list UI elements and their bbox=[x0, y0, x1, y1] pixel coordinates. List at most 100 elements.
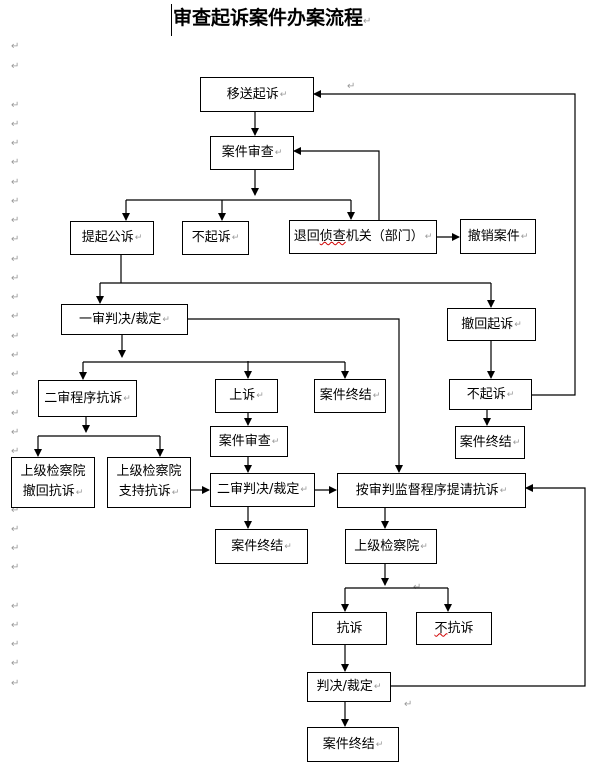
paragraph-mark: ↵ bbox=[11, 138, 20, 149]
node-label: 案件审查 bbox=[221, 145, 274, 160]
paragraph-mark: ↵ bbox=[274, 148, 283, 158]
paragraph-mark: ↵ bbox=[11, 311, 20, 322]
node-label: 退回侦查机关（部门） bbox=[294, 227, 424, 247]
node-case-closed-4: 案件终结↵ bbox=[307, 727, 399, 762]
node-case-closed-1: 案件终结↵ bbox=[314, 379, 386, 413]
node-initiate-public-prosecution: 提起公诉↵ bbox=[70, 221, 154, 255]
spellcheck-underlined-text: 不 bbox=[434, 620, 448, 636]
paragraph-mark: ↵ bbox=[372, 391, 381, 401]
node-label: 不起诉 bbox=[191, 230, 231, 245]
paragraph-mark: ↵ bbox=[373, 682, 382, 692]
paragraph-mark: ↵ bbox=[420, 541, 428, 552]
node-return-to-investigation: 退回侦查机关（部门）↵ bbox=[289, 220, 437, 254]
paragraph-mark: ↵ bbox=[11, 388, 20, 399]
node-second-instance-protest: 二审程序抗诉↵ bbox=[38, 380, 137, 417]
spellcheck-underlined-text: 侦查 bbox=[319, 229, 346, 244]
paragraph-mark: ↵ bbox=[11, 350, 20, 361]
paragraph-mark: ↵ bbox=[284, 541, 292, 552]
paragraph-mark: ↵ bbox=[11, 446, 20, 457]
node-superior-withdraw-protest: 上级检察院撤回抗诉↵ bbox=[11, 457, 95, 508]
node-label: 二审程序抗诉 bbox=[44, 390, 123, 406]
node-label: 案件终结 bbox=[459, 434, 512, 450]
title-text: 审查起诉案件办案流程 bbox=[173, 7, 364, 29]
node-label: 上级检察院 bbox=[354, 538, 420, 554]
paragraph-mark: ↵ bbox=[514, 319, 522, 330]
paragraph-mark: ↵ bbox=[404, 699, 413, 710]
paragraph-mark: ↵ bbox=[11, 41, 20, 52]
label-line: 上级检察院 bbox=[20, 464, 86, 479]
paragraph-mark: ↵ bbox=[11, 524, 20, 535]
paragraph-mark: ↵ bbox=[11, 427, 20, 438]
paragraph-mark: ↵ bbox=[375, 739, 384, 750]
node-label: 案件终结 bbox=[319, 388, 372, 403]
node-transfer-prosecution: 移送起诉↵ bbox=[200, 77, 314, 112]
node-first-instance-judgment: 一审判决/裁定↵ bbox=[61, 304, 188, 335]
paragraph-mark: ↵ bbox=[256, 391, 264, 401]
node-case-closed-2: 案件终结↵ bbox=[455, 426, 525, 459]
node-label: 撤销案件 bbox=[467, 228, 520, 244]
paragraph-mark: ↵ bbox=[506, 389, 515, 400]
paragraph-mark: ↵ bbox=[271, 436, 280, 447]
node-label: 不起诉 bbox=[466, 386, 506, 402]
paragraph-mark: ↵ bbox=[11, 177, 20, 188]
label-part: 撤回抗诉 bbox=[22, 484, 75, 499]
paragraph-mark: ↵ bbox=[11, 620, 20, 631]
paragraph-mark: ↵ bbox=[11, 639, 20, 650]
paragraph-mark: ↵ bbox=[231, 233, 240, 243]
label-line: 撤回抗诉↵ bbox=[23, 482, 84, 503]
paragraph-mark: ↵ bbox=[512, 437, 521, 448]
paragraph-mark: ↵ bbox=[363, 16, 372, 27]
paragraph-mark: ↵ bbox=[11, 157, 20, 168]
node-trial-supervision-protest: 按审判监督程序提请抗诉↵ bbox=[337, 473, 526, 508]
paragraph-mark: ↵ bbox=[11, 119, 20, 130]
arrow-return-to-review bbox=[293, 147, 380, 220]
node-withdraw-prosecution: 撤回起诉↵ bbox=[447, 308, 536, 341]
paragraph-mark: ↵ bbox=[75, 488, 84, 498]
node-label: 撤回起诉 bbox=[461, 316, 514, 332]
paragraph-mark: ↵ bbox=[11, 369, 20, 380]
label-line: 上级检察院 bbox=[116, 464, 182, 479]
node-case-review-1: 案件审查↵ bbox=[210, 136, 294, 170]
node-label: 上级检察院撤回抗诉↵ bbox=[20, 462, 85, 503]
label-part: 抗诉 bbox=[447, 620, 474, 636]
paragraph-mark: ↵ bbox=[11, 215, 20, 226]
paragraph-mark: ↵ bbox=[11, 254, 20, 265]
node-label: 判决/裁定 bbox=[316, 679, 373, 694]
node-label: 抗诉 bbox=[336, 620, 363, 636]
paragraph-mark: ↵ bbox=[300, 485, 308, 495]
node-label: 上级检察院支持抗诉↵ bbox=[116, 462, 181, 503]
paragraph-mark: ↵ bbox=[413, 582, 422, 593]
paragraph-mark: ↵ bbox=[11, 292, 20, 303]
node-second-instance-judgment: 二审判决/裁定↵ bbox=[210, 473, 315, 507]
label-part: 支持抗诉 bbox=[118, 484, 171, 499]
paragraph-mark: ↵ bbox=[11, 331, 20, 342]
paragraph-mark: ↵ bbox=[520, 231, 529, 242]
paragraph-mark: ↵ bbox=[11, 505, 20, 516]
node-judgment-ruling: 判决/裁定↵ bbox=[307, 672, 391, 702]
node-label: 一审判决/裁定 bbox=[79, 311, 162, 327]
paragraph-mark: ↵ bbox=[11, 61, 20, 72]
label-part: 退回 bbox=[293, 229, 320, 244]
node-case-review-2: 案件审查↵ bbox=[210, 426, 288, 457]
node-label: 案件终结 bbox=[322, 736, 375, 752]
paragraph-mark: ↵ bbox=[123, 393, 131, 404]
node-superior-procuratorate: 上级检察院↵ bbox=[345, 529, 437, 564]
paragraph-mark: ↵ bbox=[11, 408, 20, 419]
paragraph-mark: ↵ bbox=[424, 232, 433, 242]
paragraph-mark: ↵ bbox=[11, 562, 20, 573]
paragraph-mark: ↵ bbox=[11, 100, 20, 111]
paragraph-mark: ↵ bbox=[11, 601, 20, 612]
paragraph-mark: ↵ bbox=[11, 543, 20, 554]
paragraph-mark: ↵ bbox=[11, 658, 20, 669]
paragraph-mark: ↵ bbox=[279, 89, 288, 100]
node-label: 移送起诉 bbox=[226, 86, 279, 102]
node-revoke-case: 撤销案件↵ bbox=[460, 219, 536, 254]
paragraph-mark: ↵ bbox=[499, 485, 508, 496]
node-case-closed-3: 案件终结↵ bbox=[215, 529, 308, 564]
node-label: 上诉 bbox=[229, 388, 256, 403]
paragraph-mark: ↵ bbox=[347, 81, 356, 92]
paragraph-mark: ↵ bbox=[11, 196, 20, 207]
node-no-prosecution-2: 不起诉↵ bbox=[449, 379, 532, 410]
paragraph-mark: ↵ bbox=[11, 678, 20, 689]
paragraph-mark: ↵ bbox=[134, 233, 143, 243]
